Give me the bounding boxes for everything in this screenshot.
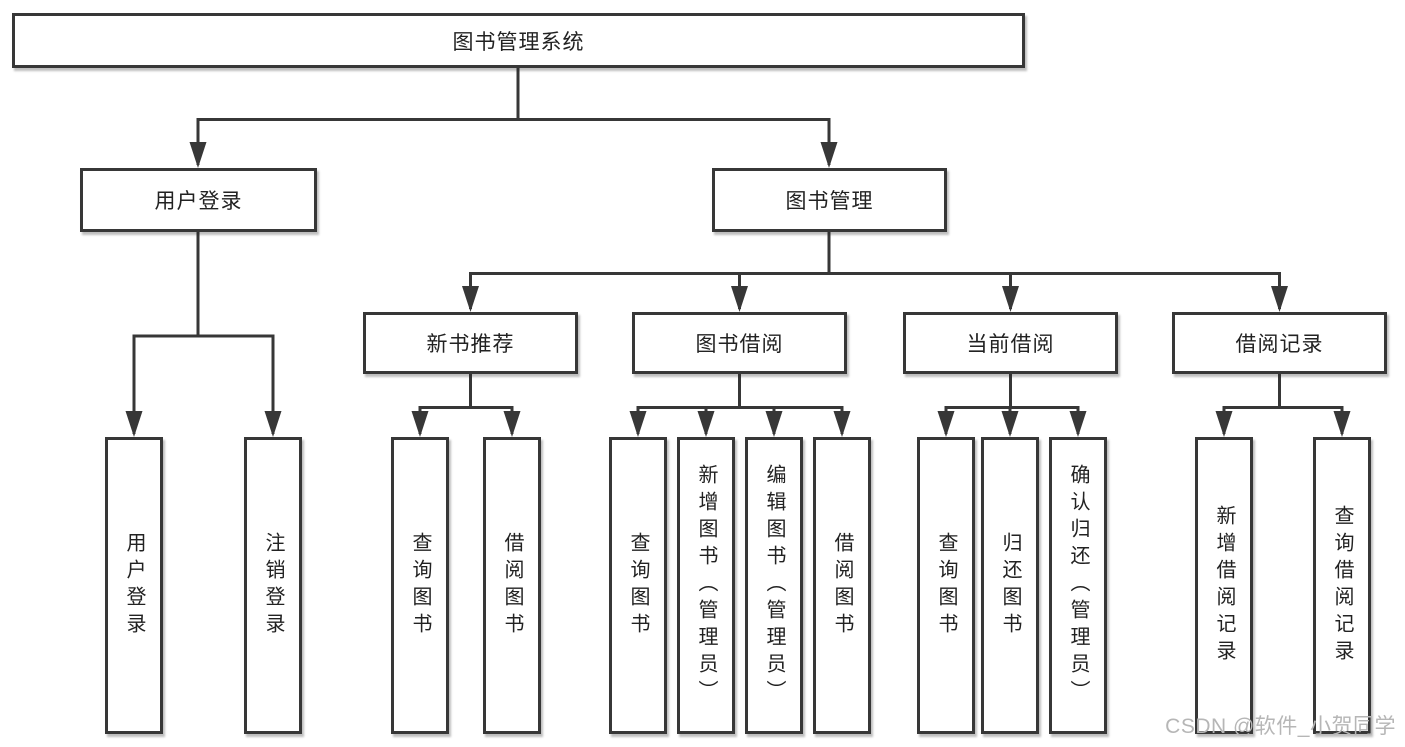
node-library-management-system: 图书管理系统 [12,13,1025,68]
node-label: 编辑图书（管理员） [763,464,785,707]
node-leaf-user-login: 用户登录 [105,437,163,734]
node-leaf-borrow-books: 借阅图书 [813,437,871,734]
node-leaf-add-books-admin: 新增图书（管理员） [677,437,735,734]
node-label: 确认归还（管理员） [1067,464,1089,707]
node-label: 借阅图书 [831,531,853,640]
node-leaf-query-books-current: 查询图书 [917,437,975,734]
node-label: 图书管理系统 [452,30,585,54]
node-leaf-return-books: 归还图书 [981,437,1039,734]
node-current-borrowing: 当前借阅 [903,312,1118,374]
node-label: 当前借阅 [966,333,1055,356]
node-new-book-recommend: 新书推荐 [363,312,578,374]
node-leaf-add-borrow-record: 新增借阅记录 [1195,437,1253,734]
node-leaf-query-borrow-record: 查询借阅记录 [1313,437,1371,734]
node-label: 新增图书（管理员） [695,464,717,707]
node-label: 用户登录 [154,190,243,213]
node-label: 借阅记录 [1235,333,1324,356]
node-user-login: 用户登录 [80,168,317,232]
node-label: 图书借阅 [695,333,784,356]
node-leaf-logout: 注销登录 [244,437,302,734]
node-label: 查询借阅记录 [1331,504,1353,667]
node-label: 图书管理 [785,190,874,213]
node-leaf-query-books-borrow: 查询图书 [609,437,667,734]
node-label: 新书推荐 [426,333,515,356]
node-label: 查询图书 [935,531,957,640]
node-label: 归还图书 [999,531,1021,640]
node-leaf-borrow-books-recommend: 借阅图书 [483,437,541,734]
node-book-borrowing: 图书借阅 [632,312,847,374]
node-label: 查询图书 [627,531,649,640]
node-leaf-query-books-recommend: 查询图书 [391,437,449,734]
node-book-management: 图书管理 [712,168,947,232]
node-leaf-confirm-return-admin: 确认归还（管理员） [1049,437,1107,734]
node-label: 新增借阅记录 [1213,504,1235,667]
node-label: 注销登录 [262,531,284,640]
node-leaf-edit-books-admin: 编辑图书（管理员） [745,437,803,734]
node-label: 借阅图书 [501,531,523,640]
node-label: 查询图书 [409,531,431,640]
csdn-watermark: CSDN @软件_小贺同学 [1165,715,1396,738]
node-borrowing-records: 借阅记录 [1172,312,1387,374]
node-label: 用户登录 [123,531,145,640]
